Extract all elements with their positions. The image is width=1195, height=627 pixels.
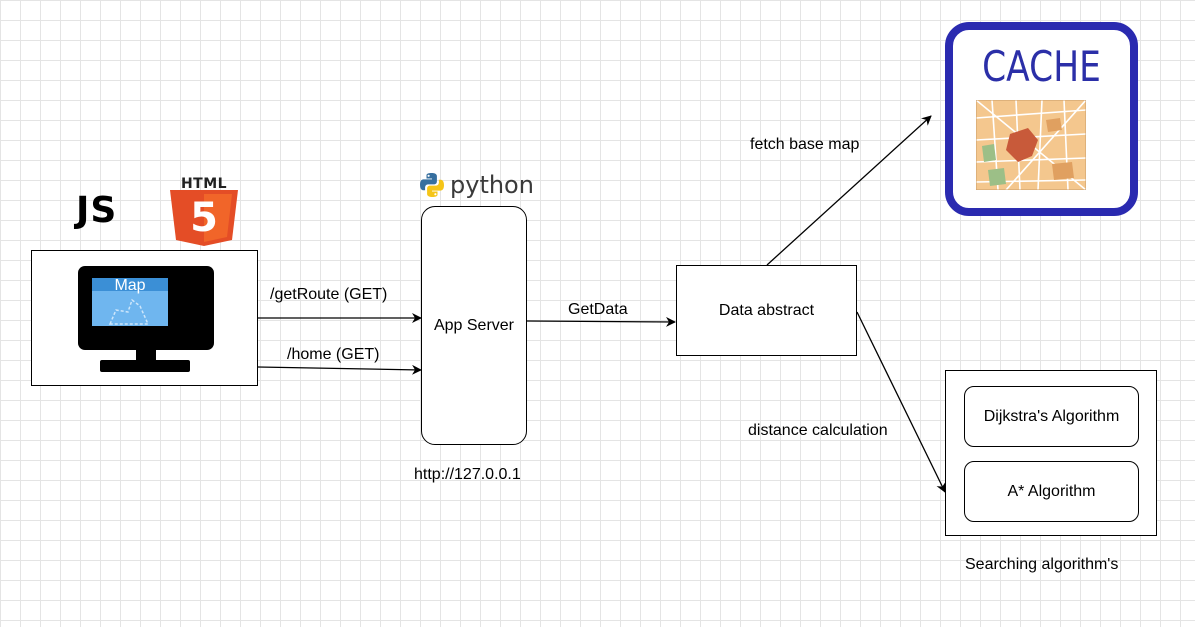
python-logo: python: [419, 170, 534, 200]
app-server-box: App Server: [421, 206, 527, 445]
cache-title: CACHE: [982, 42, 1101, 91]
data-abstract-box: Data abstract: [676, 265, 857, 356]
fetch-base-map-label: fetch base map: [750, 136, 860, 153]
get-route-label: /getRoute (GET): [270, 286, 388, 303]
html5-shield-icon: [170, 190, 238, 246]
distance-calculation-arrow: [856, 311, 946, 493]
fetch-base-map-arrow: [766, 115, 932, 266]
home-arrow: [257, 364, 422, 375]
js-logo: JS: [76, 190, 118, 231]
distance-calculation-label: distance calculation: [748, 422, 888, 439]
dijkstra-algorithm-box: Dijkstra's Algorithm: [964, 386, 1139, 447]
city-map-icon: [976, 100, 1086, 190]
monitor-icon: [78, 266, 214, 372]
python-icon: [420, 173, 444, 197]
html5-logo-text: HTML: [180, 176, 228, 192]
html5-logo: HTML 5: [166, 177, 242, 247]
get-data-arrow: [526, 316, 676, 327]
home-label: /home (GET): [287, 346, 380, 363]
algorithms-caption: Searching algorithm's: [965, 556, 1119, 573]
cache-box: CACHE: [945, 22, 1138, 216]
a-star-algorithm-box: A* Algorithm: [964, 461, 1139, 522]
monitor-window-label: Map: [114, 277, 146, 294]
server-address: http://127.0.0.1: [414, 466, 521, 483]
html5-shield-digit: 5: [190, 195, 218, 241]
algorithms-container: Dijkstra's Algorithm A* Algorithm: [945, 370, 1157, 536]
get-data-label: GetData: [568, 301, 628, 318]
python-logo-text: python: [450, 171, 534, 199]
client-box: Map: [31, 250, 258, 386]
